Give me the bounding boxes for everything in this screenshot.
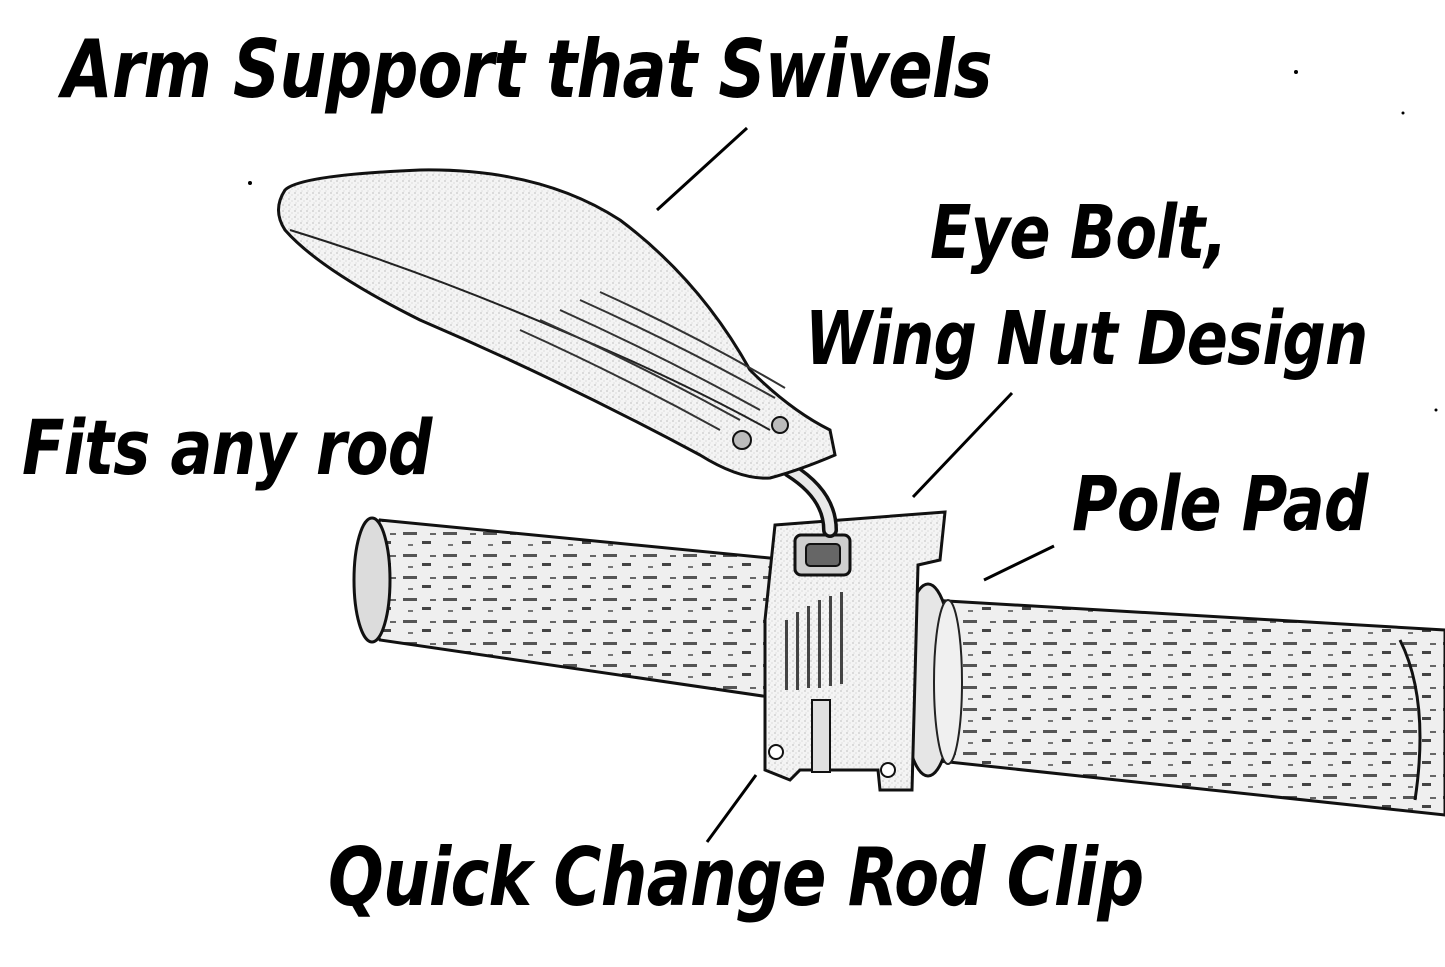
rod-right-sketch [928,598,1445,817]
leader-quick-change [705,774,758,843]
label-fits-any-rod: Fits any rod [22,403,432,492]
label-eye-bolt-line2: Wing Nut Design [805,296,1368,382]
arm-support-sketch [277,168,837,480]
clip-sketch [763,510,947,792]
leader-lines [655,126,1055,843]
leader-pole-pad [983,544,1055,582]
background-specks [248,70,1438,412]
label-arm-support: Arm Support that Swivels [62,23,993,116]
label-pole-pad: Pole Pad [1072,459,1368,548]
eye-bolt-sketch [782,462,838,538]
label-quick-change: Quick Change Rod Clip [328,831,1144,924]
leader-eye-bolt [911,391,1014,499]
label-eye-bolt-line1: Eye Bolt, [930,190,1228,276]
leader-arm-support [655,126,749,212]
rod-left-sketch [352,516,792,702]
